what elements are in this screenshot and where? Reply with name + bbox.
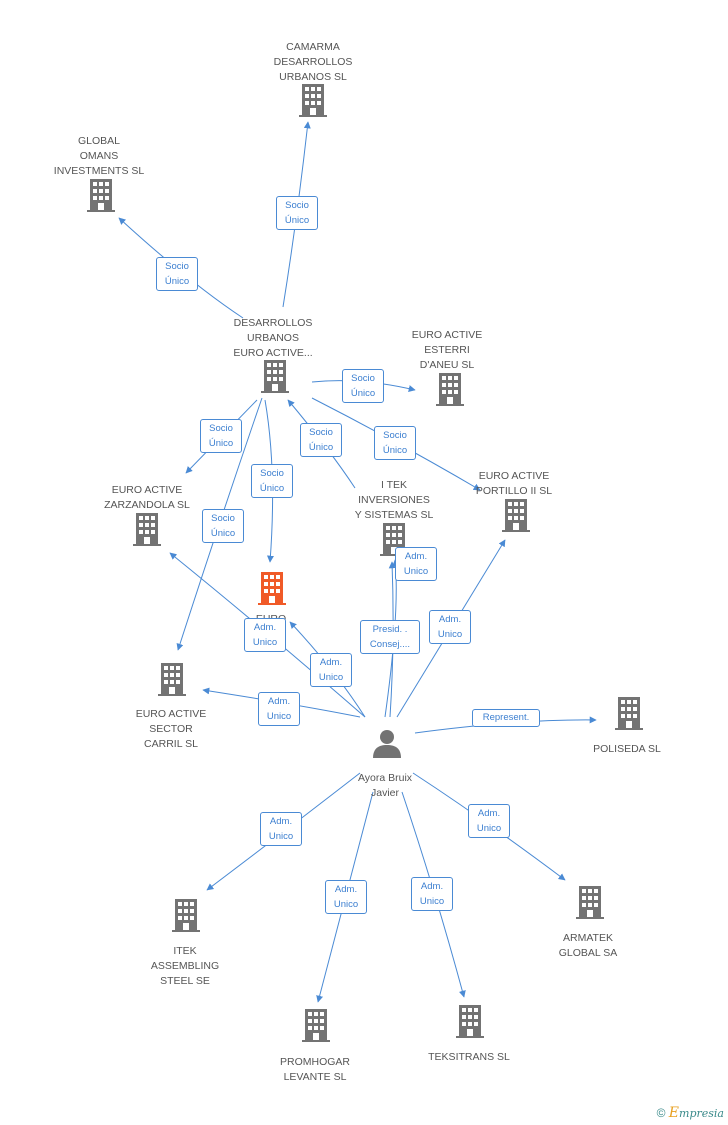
node-label-itek-inversiones[interactable]: I TEK INVERSIONES Y SISTEMAS SL [354,479,434,521]
building-icon[interactable] [456,1005,484,1038]
node-label-promhogar[interactable]: PROMHOGAR LEVANTE SL [279,1056,350,1083]
edge-label-socio-global[interactable]: Socio Único [156,257,198,291]
edge-label-presid[interactable]: Presid. . Consej.... [360,620,420,654]
node-label-esterri[interactable]: EURO ACTIVE ESTERRI D'ANEU SL [411,329,483,371]
edge-label-adm-carril[interactable]: Adm. Unico [258,692,300,726]
building-icon[interactable] [436,373,464,406]
edge-label-adm-zarz[interactable]: Adm. Unico [244,618,286,652]
building-icon[interactable] [133,513,161,546]
building-icon[interactable] [302,1009,330,1042]
edge-label-adm-assembling[interactable]: Adm. Unico [260,812,302,846]
node-label-sector-carril[interactable]: EURO ACTIVE SECTOR CARRIL SL [135,708,207,750]
edge-label-represent[interactable]: Represent. [472,709,540,727]
node-label-armatek[interactable]: ARMATEK GLOBAL SA [558,932,618,959]
node-label-itek-assembling[interactable]: ITEK ASSEMBLING STEEL SE [150,945,220,987]
node-label-ayora[interactable]: Ayora Bruix Javier [357,772,413,799]
node-label-global-omans[interactable]: GLOBAL OMANS INVESTMENTS SL [53,135,145,177]
edge-label-adm-portillo[interactable]: Adm. Unico [429,610,471,644]
brand-logo: Empresia [668,1105,724,1121]
edge-label-socio-camarma[interactable]: Socio Único [276,196,318,230]
building-icon[interactable] [576,886,604,919]
edge-label-adm-promhogar[interactable]: Adm. Unico [325,880,367,914]
copyright-symbol: © [656,1106,666,1120]
node-label-portillo[interactable]: EURO ACTIVE PORTILLO II SL [475,470,553,497]
edge-label-adm-center[interactable]: Adm. Unico [310,653,352,687]
brand-rest: mpresia [679,1107,724,1120]
edge-label-adm-teksitrans[interactable]: Adm. Unico [411,877,453,911]
node-label-camarma[interactable]: CAMARMA DESARROLLOS URBANOS SL [273,41,353,83]
edge-label-socio-center[interactable]: Socio Único [251,464,293,498]
node-label-poliseda[interactable]: POLISEDA SL [593,743,661,755]
building-icon[interactable] [87,179,115,212]
empresia-watermark: © Empresia [657,1105,724,1121]
building-icon-highlight[interactable] [258,572,286,605]
edge-label-socio-zarz[interactable]: Socio Único [200,419,242,453]
building-icon[interactable] [261,360,289,393]
brand-initial: E [668,1105,680,1121]
edge-label-adm-itek[interactable]: Adm. Unico [395,547,437,581]
node-label-desarrollos-urbanos[interactable]: DESARROLLOS URBANOS EURO ACTIVE... [233,317,313,359]
edge-label-socio-esterri[interactable]: Socio Único [342,369,384,403]
icons-group [87,84,643,1042]
person-icon[interactable] [373,730,401,758]
building-icon[interactable] [615,697,643,730]
building-icon[interactable] [158,663,186,696]
building-icon[interactable] [299,84,327,117]
node-label-zarzandola[interactable]: EURO ACTIVE ZARZANDOLA SL [104,484,190,511]
edge-label-adm-armatek[interactable]: Adm. Unico [468,804,510,838]
building-icon[interactable] [172,899,200,932]
edges-group [118,121,597,1003]
node-label-teksitrans[interactable]: TEKSITRANS SL [428,1051,510,1063]
building-icon[interactable] [502,499,530,532]
edge-label-socio-portillo[interactable]: Socio Único [374,426,416,460]
edge-label-socio-itek[interactable]: Socio Único [300,423,342,457]
edge-label-socio-carril[interactable]: Socio Único [202,509,244,543]
